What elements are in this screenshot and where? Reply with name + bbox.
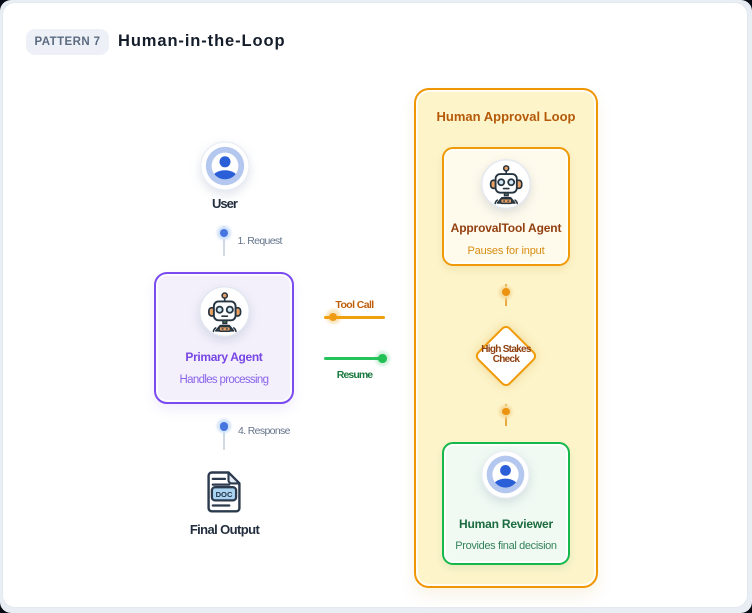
svg-text:DOC: DOC [216, 489, 233, 498]
